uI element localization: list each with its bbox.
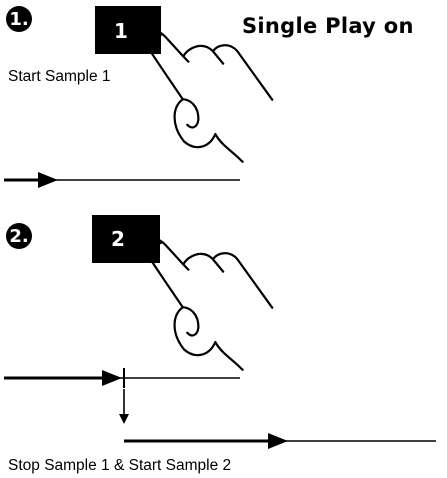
pointing-hand-icon (139, 217, 284, 385)
down-arrow-icon (119, 389, 129, 424)
step-1-badge: 1. (6, 6, 32, 32)
step-1: 1. 1 (4, 6, 284, 188)
step-2-key-label: 2 (111, 227, 125, 251)
step-2-caption: Stop Sample 1 & Start Sample 2 (8, 457, 232, 474)
step-2-key: 2 (92, 215, 160, 263)
play-arrow-icon (38, 172, 58, 188)
step-1-key-label: 1 (114, 19, 128, 43)
step-2: 2. 2 (4, 215, 436, 449)
step-1-number: 1. (9, 9, 28, 30)
step-2-badge: 2. (6, 223, 32, 249)
step-2-number: 2. (9, 226, 28, 247)
step-1-caption: Start Sample 1 (8, 68, 111, 85)
play-arrow-icon (102, 370, 122, 386)
sample-1-timeline (4, 368, 240, 388)
diagram-title: Single Play on (242, 14, 414, 38)
step-1-timeline (4, 172, 240, 188)
sample-2-timeline (124, 433, 436, 449)
play-arrow-icon (268, 433, 288, 449)
